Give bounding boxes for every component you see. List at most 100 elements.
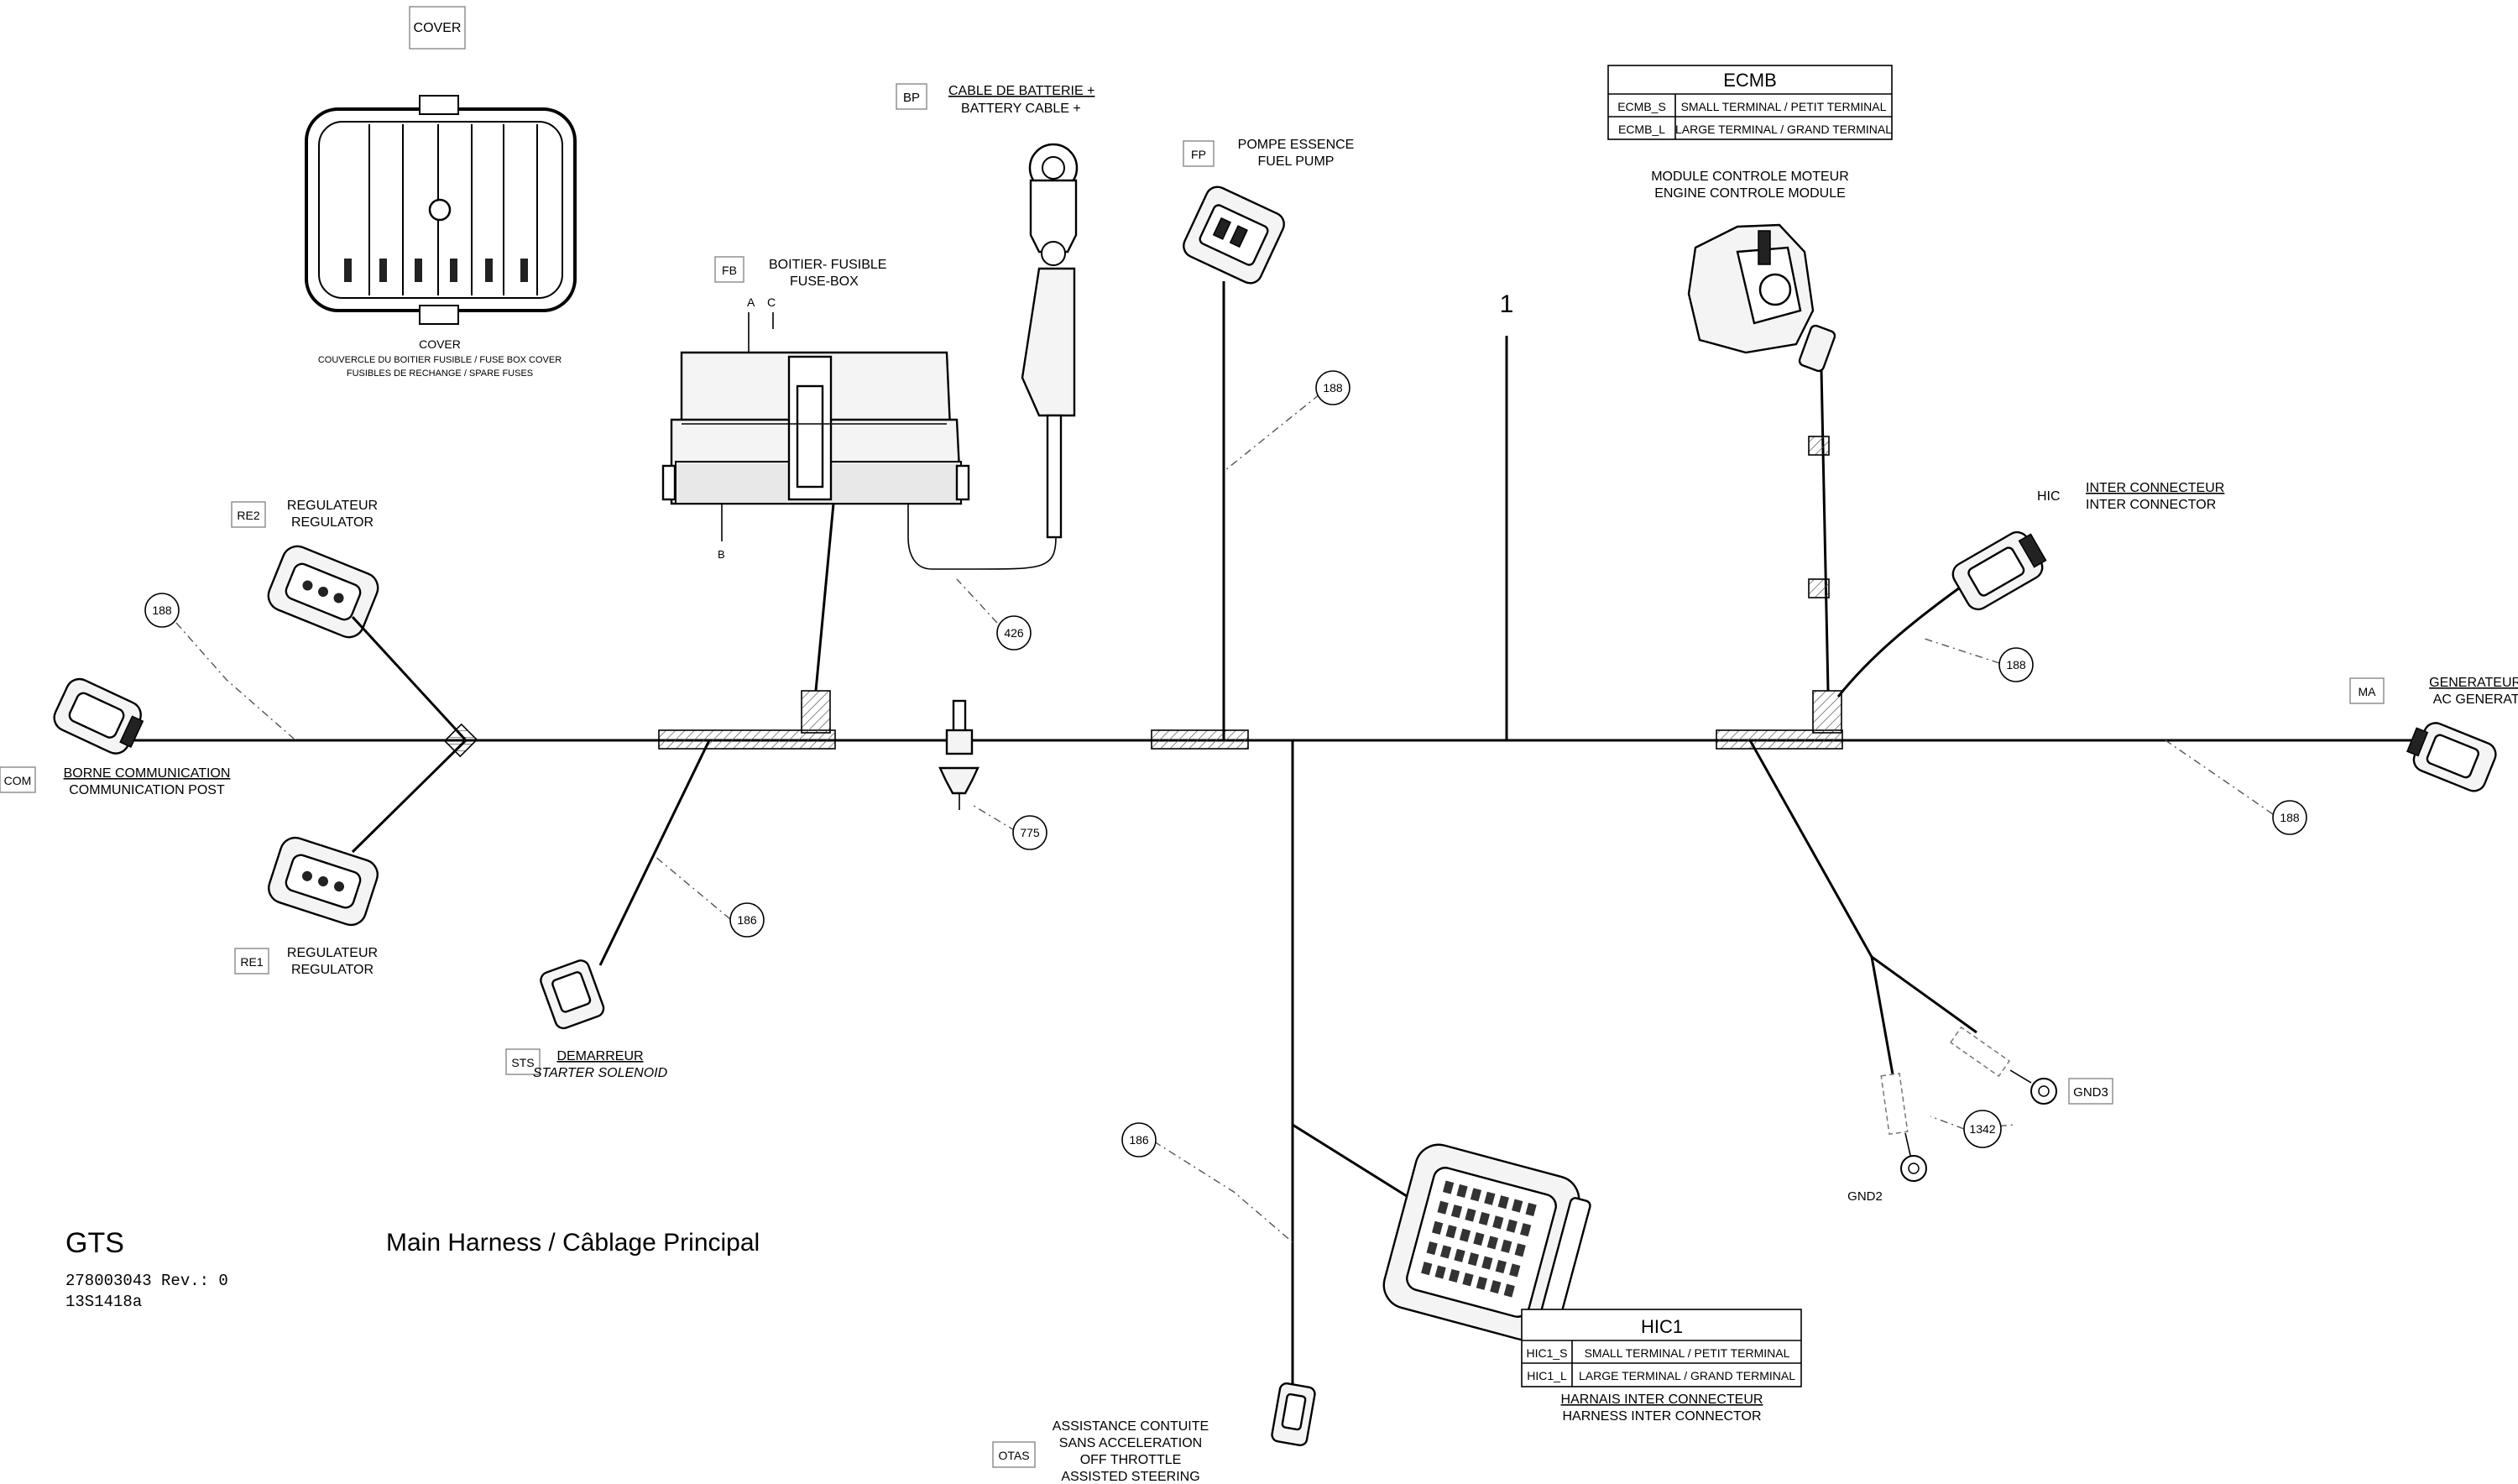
fuel-pump-tag-box <box>1183 140 1215 167</box>
svg-text:775: 775 <box>1020 826 1040 839</box>
hic1-row-1-desc: SMALL TERMINAL / PETIT TERMINAL <box>1585 1346 1790 1360</box>
hic1-label-en: HARNESS INTER CONNECTOR <box>1562 1409 1761 1424</box>
communication-tag: COM <box>4 774 32 787</box>
vehicle-title: GTS <box>65 1227 124 1259</box>
starter-label-fr: DEMARREUR <box>556 1049 643 1063</box>
hic1-table-title: HIC1 <box>1641 1316 1683 1337</box>
ecm-row-1-code: ECMB_S <box>1617 100 1666 113</box>
callout-reg-com: 188 <box>144 593 180 628</box>
inter-connector-label-fr: INTER CONNECTEUR <box>2086 481 2224 495</box>
svg-text:188: 188 <box>152 604 172 617</box>
fuel-pump-label-fr: POMPE ESSENCE <box>1238 138 1355 152</box>
communication-label-en: COMMUNICATION POST <box>69 783 225 797</box>
regulator-1-label-en: REGULATOR <box>291 963 374 977</box>
svg-text:188: 188 <box>2280 811 2300 824</box>
cover-component: COVER COVER COUVERCLE DU BOITIER FUSIBLE… <box>305 6 577 379</box>
callout-fuel-pump: 188 <box>1315 370 1350 405</box>
callout-inter-conn: 188 <box>1998 647 2034 682</box>
splice-ecm-riser <box>1812 690 1842 734</box>
callout-starter: 186 <box>729 902 765 938</box>
fuse-point-b: B <box>718 548 725 561</box>
starter-label-en: STARTER SOLENOID <box>533 1066 668 1080</box>
splice-fusebox <box>658 729 836 750</box>
fuel-pump-component: FP POMPE ESSENCE FUEL PUMP <box>1183 138 1355 740</box>
fuel-pump-label-en: FUEL PUMP <box>1258 154 1335 169</box>
otas-component: OTAS ASSISTANCE CONTUITE SANS ACCELERATI… <box>992 740 1316 1484</box>
hic1-row-2-desc: LARGE TERMINAL / GRAND TERMINAL <box>1579 1369 1795 1382</box>
ecm-label-fr: MODULE CONTROLE MOTEUR <box>1651 170 1849 184</box>
battery-cable-tag-box <box>896 83 927 110</box>
otas-line-2: SANS ACCELERATION <box>1059 1436 1202 1450</box>
ecm-table-title: ECMB <box>1723 70 1777 91</box>
hic1-connector <box>1382 1143 1591 1341</box>
svg-text:1342: 1342 <box>1969 1122 1995 1136</box>
gnd3-tag-box <box>2068 1078 2113 1105</box>
title-block: GTS Main Harness / Câblage Principal 278… <box>65 1227 760 1311</box>
starter-component: STS DEMARREUR STARTER SOLENOID <box>505 739 711 1080</box>
splice-ecm <box>1716 729 1843 750</box>
regulator-1-connector <box>268 836 379 927</box>
battery-cable-component: BP CABLE DE BATTERIE + BATTERY CABLE + <box>896 83 1094 570</box>
battery-cable-tag: BP <box>903 91 920 105</box>
communication-component: COM BORNE COMMUNICATION COMMUNICATION PO… <box>0 677 231 797</box>
regulator-1-tag: RE1 <box>240 955 263 969</box>
callout-otas: 186 <box>1121 1122 1157 1157</box>
ecm-row-1-desc: SMALL TERMINAL / PETIT TERMINAL <box>1681 100 1887 113</box>
svg-text:188: 188 <box>2006 658 2026 671</box>
fuel-pump-connector <box>1183 186 1285 285</box>
harness-subtitle: Main Harness / Câblage Principal <box>386 1229 760 1257</box>
ecm-row-2-code: ECMB_L <box>1618 123 1665 136</box>
svg-text:426: 426 <box>1004 626 1024 640</box>
drawing-code: 13S1418a <box>65 1293 142 1311</box>
otas-line-1: ASSISTANCE CONTUITE <box>1053 1419 1209 1434</box>
ecm-row-2-desc: LARGE TERMINAL / GRAND TERMINAL <box>1675 123 1892 136</box>
cover-caption-1: COVER <box>419 337 461 351</box>
otas-connector <box>1271 1382 1316 1447</box>
fuel-pump-tag: FP <box>1191 148 1206 161</box>
inter-connector-plug <box>1951 530 2047 611</box>
cover-tag-box <box>409 6 466 50</box>
callout-ac-gen: 188 <box>2272 800 2307 835</box>
starter-connector <box>540 959 605 1030</box>
callout-ground: 1342 <box>1963 1110 2002 1148</box>
splice-fuelpump <box>1151 729 1249 750</box>
svg-text:186: 186 <box>1129 1133 1149 1147</box>
communication-label-fr: BORNE COMMUNICATION <box>64 766 231 781</box>
starter-tag-box <box>505 1048 541 1075</box>
fuse-box-tag-box <box>714 256 744 283</box>
gnd3-label: GND3 <box>2073 1085 2108 1100</box>
inter-connector-component: HIC INTER CONNECTEUR INTER CONNECTOR <box>1836 481 2224 698</box>
otas-tag: OTAS <box>998 1449 1029 1462</box>
hic1-row-2-code: HIC1_L <box>1527 1369 1567 1382</box>
regulator-2-tag-box <box>231 501 266 528</box>
inter-connector-label-en: INTER CONNECTOR <box>2086 498 2216 512</box>
hic1-table <box>1521 1309 1802 1387</box>
callout-sensor: 775 <box>1012 815 1047 850</box>
ecm-label-en: ENGINE CONTROLE MODULE <box>1654 186 1846 201</box>
regulator-1-tag-box <box>234 948 269 975</box>
regulator-2-tag: RE2 <box>237 509 259 522</box>
hic1-component: HIC1 HIC1_S SMALL TERMINAL / PETIT TERMI… <box>1292 1123 1802 1424</box>
hic1-label-fr: HARNAIS INTER CONNECTEUR <box>1561 1393 1763 1407</box>
otas-line-4: ASSISTED STEERING <box>1061 1470 1199 1484</box>
splice-fusebox-riser <box>801 690 831 734</box>
regulator-2-component: RE2 REGULATEUR REGULATOR <box>231 499 468 742</box>
otas-line-3: OFF THROTTLE <box>1080 1453 1182 1467</box>
regulator-2-label-fr: REGULATEUR <box>287 499 378 513</box>
communication-connector <box>53 677 144 755</box>
ecm-table <box>1607 65 1893 140</box>
sensor-component <box>938 699 980 810</box>
inter-connector-tag: HIC <box>2037 489 2061 504</box>
cover-caption-3: FUSIBLES DE RECHANGE / SPARE FUSES <box>347 368 533 379</box>
communication-tag-box <box>0 766 36 793</box>
otas-tag-box <box>992 1441 1036 1468</box>
hic1-row-1-code: HIC1_S <box>1526 1346 1567 1360</box>
gnd2-label: GND2 <box>1847 1189 1883 1204</box>
ecm-component: ECMB ECMB_S SMALL TERMINAL / PETIT TERMI… <box>1607 65 1893 692</box>
ac-generator-tag: MA <box>2359 685 2377 698</box>
ac-generator-label-fr: GENERATEUR AC <box>2429 676 2518 690</box>
cover-caption-2: COUVERCLE DU BOITIER FUSIBLE / FUSE BOX … <box>318 355 562 365</box>
fuse-point-c: C <box>767 295 776 309</box>
callout-leaders <box>175 394 2274 1243</box>
